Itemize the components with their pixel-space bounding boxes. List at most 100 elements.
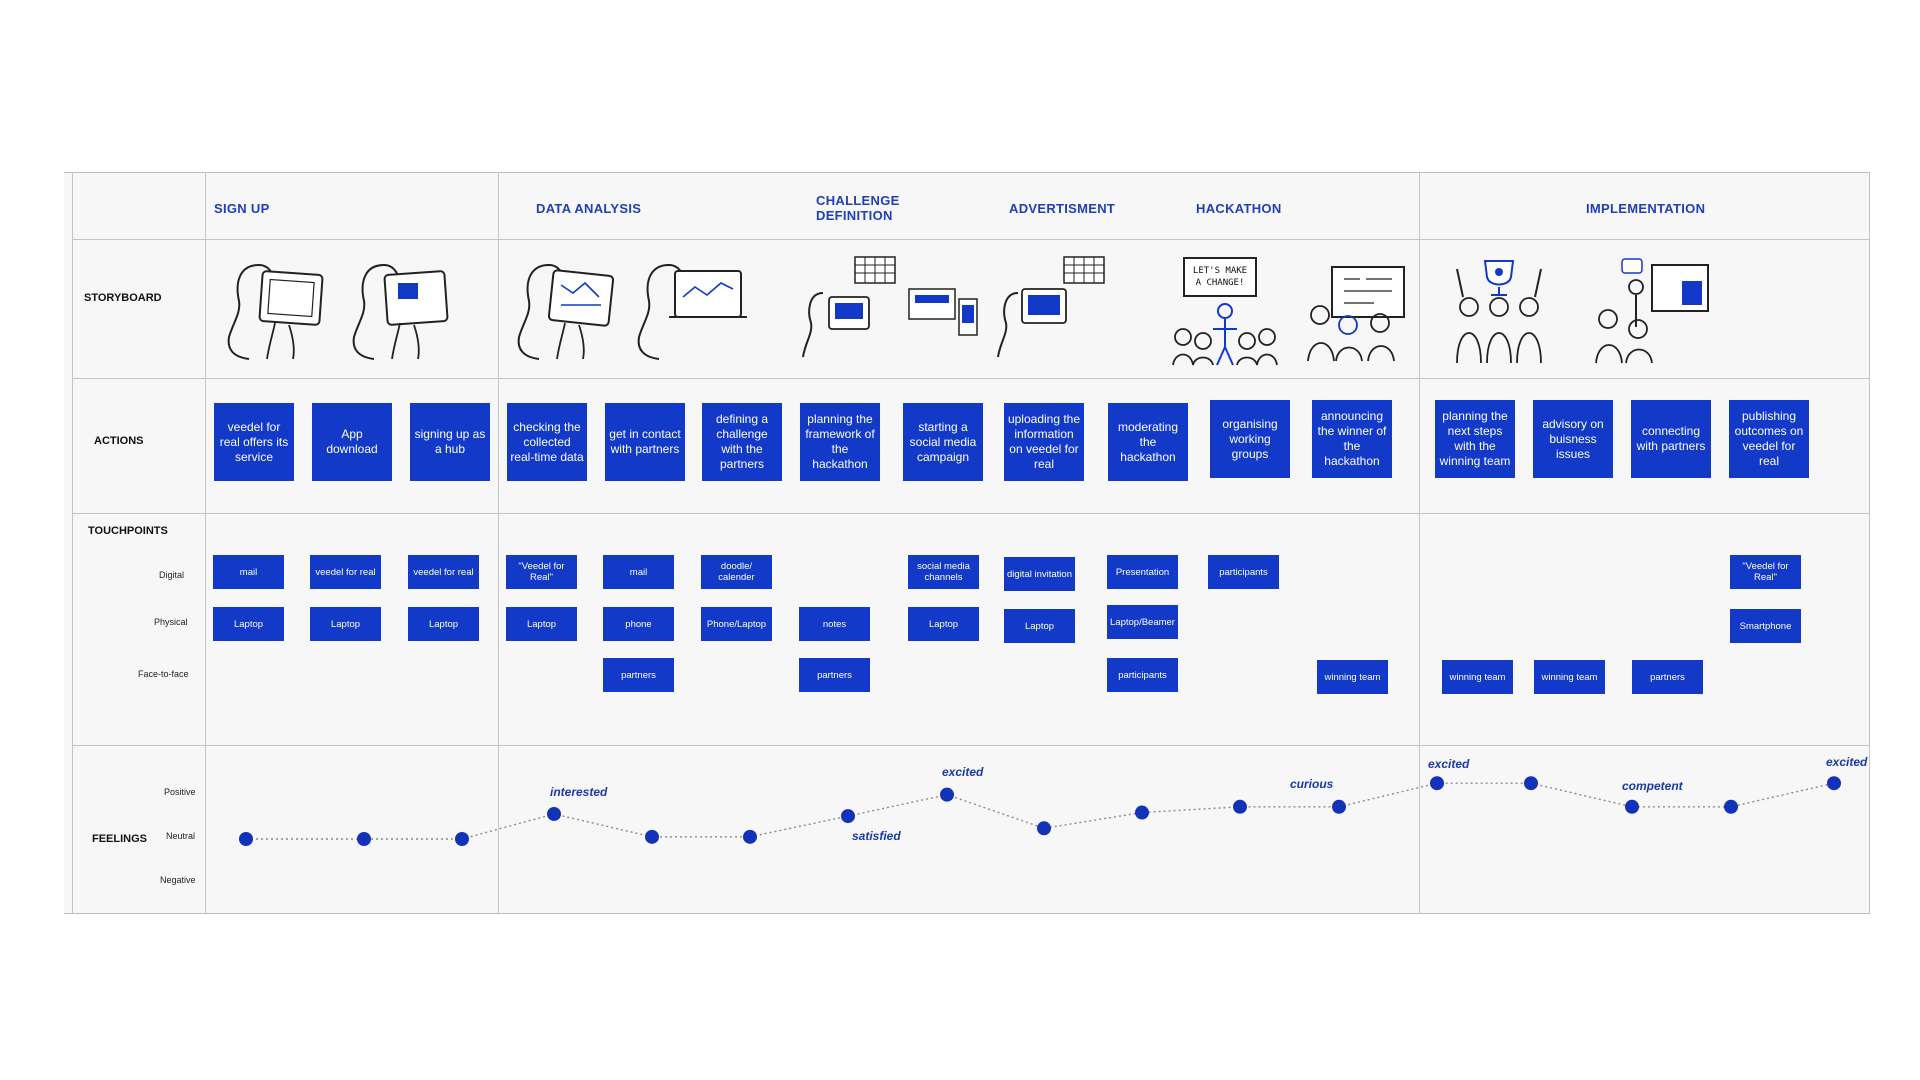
feeling-point [645,829,659,844]
touchpoint-digital: veedel for real [408,555,479,589]
touchpoint-physical: Laptop [310,607,381,641]
grid-line [498,173,499,913]
touchpoint-physical: Laptop/Beamer [1107,605,1178,639]
feelings-curve [239,776,1841,846]
action-card: App download [312,403,392,481]
grid-line [72,378,1870,379]
touchpoint-physical: Laptop [506,607,577,641]
phase-challenge-definition: CHALLENGE DEFINITION [816,193,900,223]
phase-sign-up: SIGN UP [214,201,270,216]
feeling-point [940,787,954,802]
phase-data-analysis: DATA ANALYSIS [536,201,642,216]
action-card: defining a challenge with the partners [702,403,782,481]
action-card: connecting with partners [1631,400,1711,478]
touchpoint-physical: notes [799,607,870,641]
grid-line [72,513,1870,514]
action-card: starting a social media campaign [903,403,983,481]
action-card: moderating the hackathon [1108,403,1188,481]
action-card: veedel for real offers its service [214,403,294,481]
emotion-label: excited [942,765,984,779]
feeling-point [841,809,855,824]
row-label-feelings: FEELINGS [92,833,148,845]
feeling-point [239,832,253,846]
feeling-point [1430,776,1444,791]
channel-label-digital: Digital [159,570,185,580]
action-card: planning the next steps with the winning… [1435,400,1515,478]
touchpoint-face-to-face: winning team [1534,660,1605,694]
action-card: checking the collected real-time data [507,403,587,481]
feeling-point [1037,821,1051,836]
row-label-storyboard: STORYBOARD [84,292,162,304]
channel-label-physical: Physical [154,617,188,627]
action-card: publishing outcomes on veedel for real [1729,400,1809,478]
grid-line [205,173,206,913]
sketch-person-tablet [352,264,449,360]
feeling-level-positive: Positive [164,787,196,797]
sketch-working-groups [1307,266,1405,362]
phase-implementation: IMPLEMENTATION [1586,201,1706,216]
action-card: get in contact with partners [605,403,685,481]
grid-line [1419,173,1420,913]
sketch-winner-trophy [1456,260,1542,364]
touchpoint-face-to-face: participants [1107,658,1178,692]
row-label-touchpoints: TOUCHPOINTS [88,525,168,537]
touchpoint-physical: Laptop [408,607,479,641]
feeling-point [743,829,757,844]
grid-line [72,745,1870,746]
feeling-point [455,832,469,846]
feeling-point [1724,799,1738,814]
touchpoint-digital: Presentation [1107,555,1178,589]
emotion-label: excited [1826,755,1868,769]
emotion-label: curious [1290,777,1334,791]
grid-line [72,239,1870,240]
touchpoint-digital: doodle/ calender [701,555,772,589]
touchpoint-face-to-face: partners [1632,660,1703,694]
touchpoint-physical: phone [603,607,674,641]
action-card: uploading the information on veedel for … [1004,403,1084,481]
action-card: signing up as a hub [410,403,490,481]
sketch-next-steps [1595,258,1709,364]
touchpoint-digital: social media channels [908,555,979,589]
feeling-point [1332,799,1346,814]
customer-journey-map: SIGN UP DATA ANALYSIS CHALLENGE DEFINITI… [64,172,1870,914]
row-label-actions: ACTIONS [94,435,144,447]
sketch-moderator: LET'S MAKE A CHANGE! [1169,257,1279,367]
touchpoint-face-to-face: winning team [1442,660,1513,694]
action-card: planning the framework of the hackathon [800,403,880,481]
touchpoint-digital: mail [213,555,284,589]
touchpoint-digital: veedel for real [310,555,381,589]
sketch-upload-calendar [997,256,1105,358]
touchpoint-digital: "Veedel for Real" [1730,555,1801,589]
emotion-label: interested [550,785,608,799]
feeling-point [1524,776,1538,791]
sketch-crowd [1172,303,1278,366]
grid-line [72,173,73,913]
feeling-level-negative: Negative [160,875,196,885]
emotion-label: competent [1622,779,1683,793]
sketch-person-tablet [517,264,615,360]
grid-line [1869,173,1870,913]
touchpoint-digital: digital invitation [1004,557,1075,591]
emotion-label: satisfied [852,829,901,843]
feeling-point [547,806,561,821]
action-card: organising working groups [1210,400,1290,478]
phase-advertisment: ADVERTISMENT [1009,201,1116,216]
touchpoint-physical: Phone/Laptop [701,607,772,641]
sketch-person-laptop [637,264,747,360]
touchpoint-face-to-face: partners [799,658,870,692]
touchpoint-digital: "Veedel for Real" [506,555,577,589]
feeling-point [1233,799,1247,814]
touchpoint-digital: mail [603,555,674,589]
emotion-label: excited [1428,757,1470,771]
action-card: advisory on buisness issues [1533,400,1613,478]
phase-hackathon: HACKATHON [1196,201,1282,216]
feeling-level-neutral: Neutral [166,831,196,841]
touchpoint-physical: Laptop [908,607,979,641]
slogan-sign: LET'S MAKE A CHANGE! [1183,257,1257,297]
feeling-point [357,832,371,846]
touchpoint-face-to-face: partners [603,658,674,692]
touchpoint-physical: Laptop [213,607,284,641]
sketch-person-tablet [227,264,324,360]
touchpoint-digital: participants [1208,555,1279,589]
channel-label-face-to-face: Face-to-face [138,669,189,679]
